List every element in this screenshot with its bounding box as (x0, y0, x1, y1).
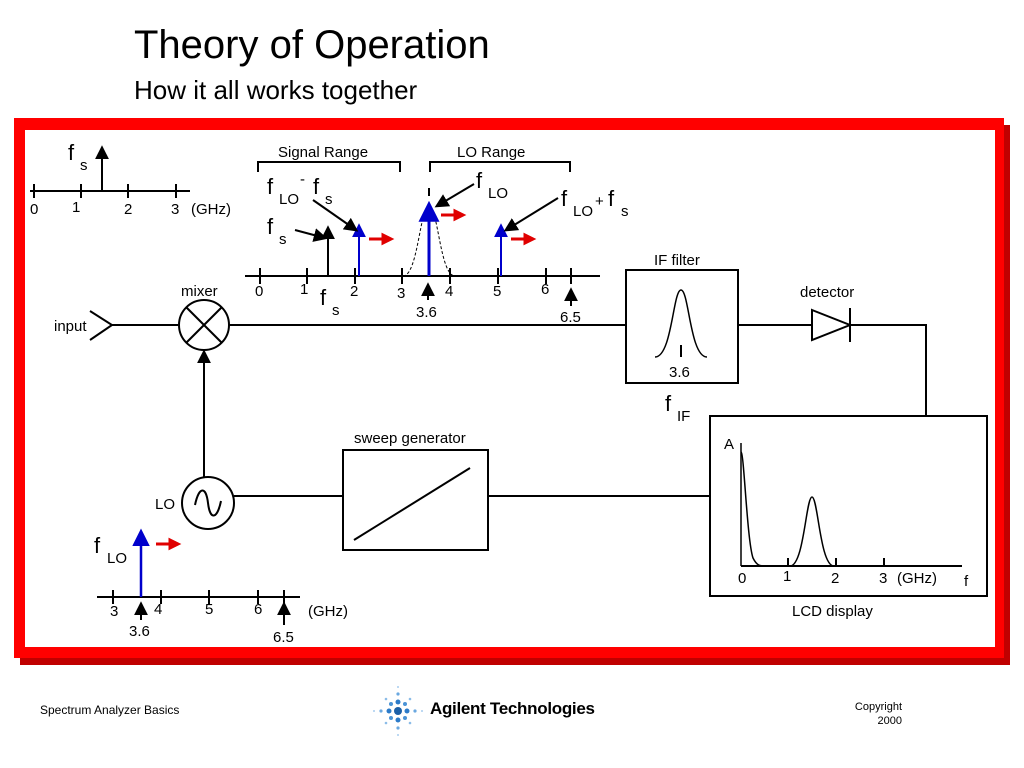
tick-label: 3 (171, 201, 179, 218)
mixer-output-spectrum: 0 1 2 3 4 5 6 3.6 6.5 f LO - f s f LO f … (245, 168, 629, 326)
input-label: input (54, 318, 87, 335)
svg-text:s: s (332, 302, 340, 319)
marker-label: 3.6 (129, 623, 150, 640)
fs-top-f: f (68, 140, 75, 165)
tick-label: 0 (30, 201, 38, 218)
footer-copyright: Copyright 2000 (820, 700, 902, 728)
svg-text:f: f (267, 214, 274, 239)
if-filter-response-icon (654, 289, 708, 358)
detector-diode-icon (811, 308, 853, 342)
ramp-icon (353, 467, 471, 541)
tick-label: 0 (738, 570, 746, 587)
svg-text:f: f (320, 285, 327, 310)
signal-chain: input mixer IF filter 3.6 f IF detector … (54, 252, 988, 620)
svg-text:LO: LO (279, 191, 299, 208)
copyright-year: 2000 (877, 715, 902, 727)
fs-top-sub: s (80, 157, 88, 174)
lcd-axis-a: A (724, 436, 734, 453)
tick-label: 2 (831, 570, 839, 587)
tick-label: 1 (783, 568, 791, 585)
tick-label: 4 (154, 601, 162, 618)
range-brackets: Signal Range LO Range (257, 144, 571, 172)
if-filter-box (625, 269, 739, 384)
tick-label: 3 (397, 285, 405, 302)
tick-label: 5 (493, 283, 501, 300)
svg-text:f: f (313, 174, 320, 199)
flo-spectrum: f LO 3 4 5 6 (GHz) 3.6 6.5 (94, 528, 348, 646)
company-name: Agilent Technologies (430, 699, 595, 718)
ghz-unit: (GHz) (897, 570, 937, 587)
sweep-generator-box (342, 449, 489, 551)
copyright-label: Copyright (854, 701, 902, 713)
svg-text:IF: IF (677, 408, 690, 425)
marker-label: 6.5 (560, 309, 581, 326)
sweep-generator-label: sweep generator (354, 430, 466, 447)
lo-label: LO (155, 496, 175, 513)
tick-label: 2 (124, 201, 132, 218)
tick-label: 5 (205, 601, 213, 618)
tick-label: 6 (541, 281, 549, 298)
slide-title: Theory of Operation (134, 23, 490, 67)
tick-label: 3 (879, 570, 887, 587)
mixer-label: mixer (181, 283, 218, 300)
svg-text:f: f (267, 174, 274, 199)
ghz-unit: (GHz) (308, 603, 348, 620)
lcd-display-label: LCD display (792, 603, 873, 620)
tick-label: 1 (72, 199, 80, 216)
svg-text:-: - (300, 171, 305, 188)
svg-text:LO: LO (107, 550, 127, 567)
svg-text:+: + (595, 193, 604, 210)
lcd-display-box (709, 415, 988, 597)
svg-text:f: f (94, 533, 101, 558)
marker-label: 6.5 (273, 629, 294, 646)
lcd-trace-signal (789, 496, 835, 567)
detector-label: detector (800, 284, 854, 301)
lcd-trace-lo-feedthrough (740, 451, 767, 567)
svg-text:f: f (476, 168, 483, 193)
svg-text:s: s (325, 191, 333, 208)
if-filter-label: IF filter (654, 252, 700, 269)
slide-subtitle: How it all works together (134, 75, 418, 105)
tick-label: 0 (255, 283, 263, 300)
svg-text:s: s (279, 231, 287, 248)
signal-range-label: Signal Range (278, 144, 368, 161)
tick-label: 2 (350, 283, 358, 300)
ghz-unit: (GHz) (191, 201, 231, 218)
svg-text:LO: LO (488, 185, 508, 202)
svg-text:s: s (621, 203, 629, 220)
svg-text:f: f (561, 186, 568, 211)
lcd-axis-f: f (964, 573, 969, 590)
tick-label: 1 (300, 281, 308, 298)
tick-label: 3 (110, 603, 118, 620)
if-filter-value: 3.6 (669, 364, 690, 381)
fs-input-spectrum: f s 0 1 2 3 (GHz) (30, 140, 231, 218)
lo-range-label: LO Range (457, 144, 525, 161)
tick-label: 4 (445, 283, 453, 300)
agilent-spark-logo (373, 686, 423, 736)
svg-text:LO: LO (573, 203, 593, 220)
svg-text:f: f (608, 186, 615, 211)
marker-label: 3.6 (416, 304, 437, 321)
tick-label: 6 (254, 601, 262, 618)
footer-course-title: Spectrum Analyzer Basics (40, 703, 180, 717)
svg-text:f: f (665, 391, 672, 416)
